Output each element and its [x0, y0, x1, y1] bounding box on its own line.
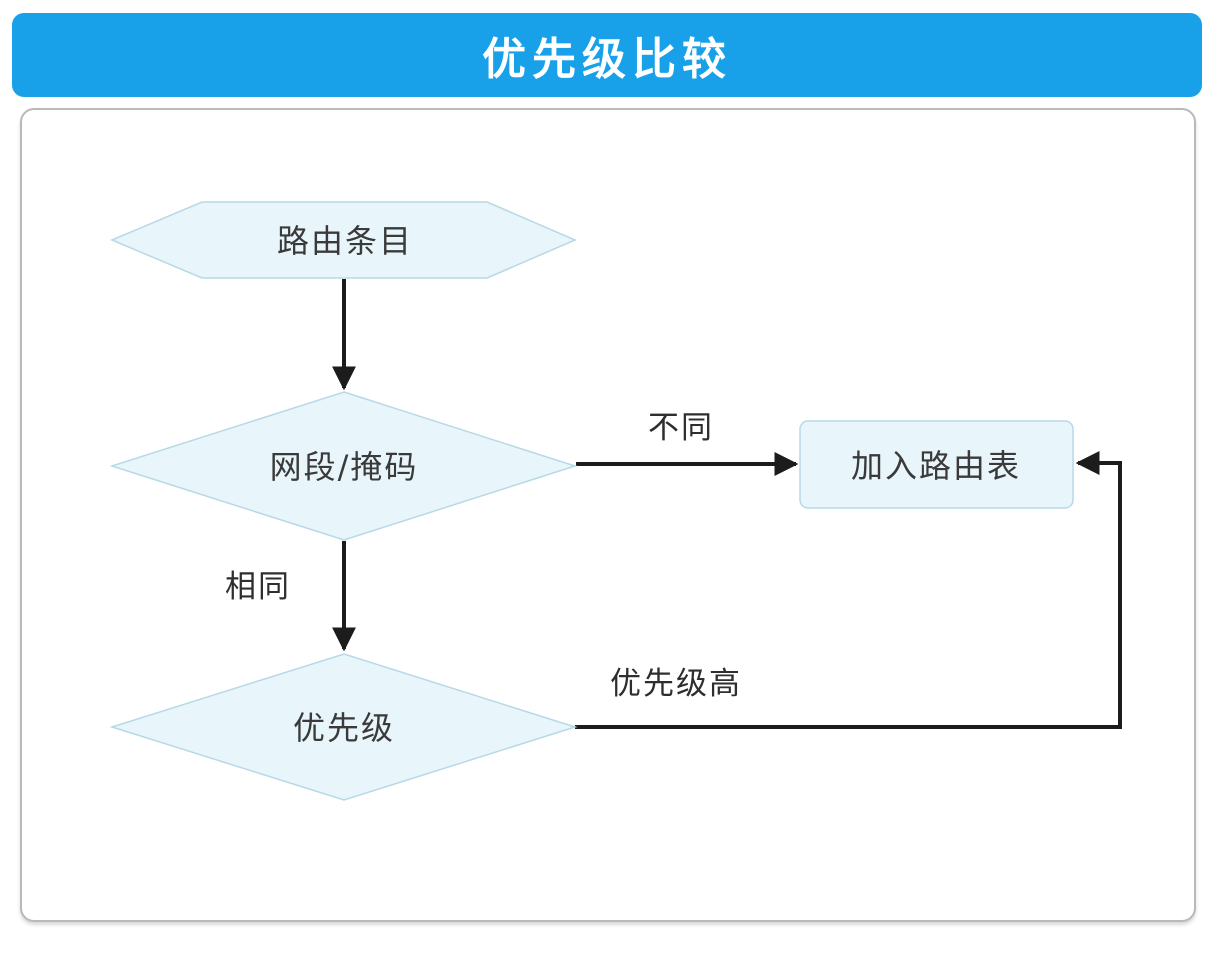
node-route-entry-label: 路由条目 — [277, 222, 413, 260]
edge-priority-to-routing-table — [575, 451, 1122, 729]
page-title: 优先级比较 — [482, 34, 732, 85]
node-add-to-routing-table-label: 加入路由表 — [851, 447, 1021, 485]
node-add-to-routing-table — [799, 420, 1074, 509]
node-segment-mask-label: 网段/掩码 — [270, 448, 419, 486]
node-segment-mask — [109, 391, 578, 541]
edge-label-different: 不同 — [648, 410, 714, 446]
edge-label-priority-high: 优先级高 — [610, 666, 742, 702]
node-route-entry — [110, 201, 577, 279]
node-priority-label: 优先级 — [293, 709, 395, 747]
title-bar: 优先级比较 — [12, 13, 1202, 97]
node-priority — [109, 653, 578, 801]
edge-label-same: 相同 — [225, 569, 291, 605]
